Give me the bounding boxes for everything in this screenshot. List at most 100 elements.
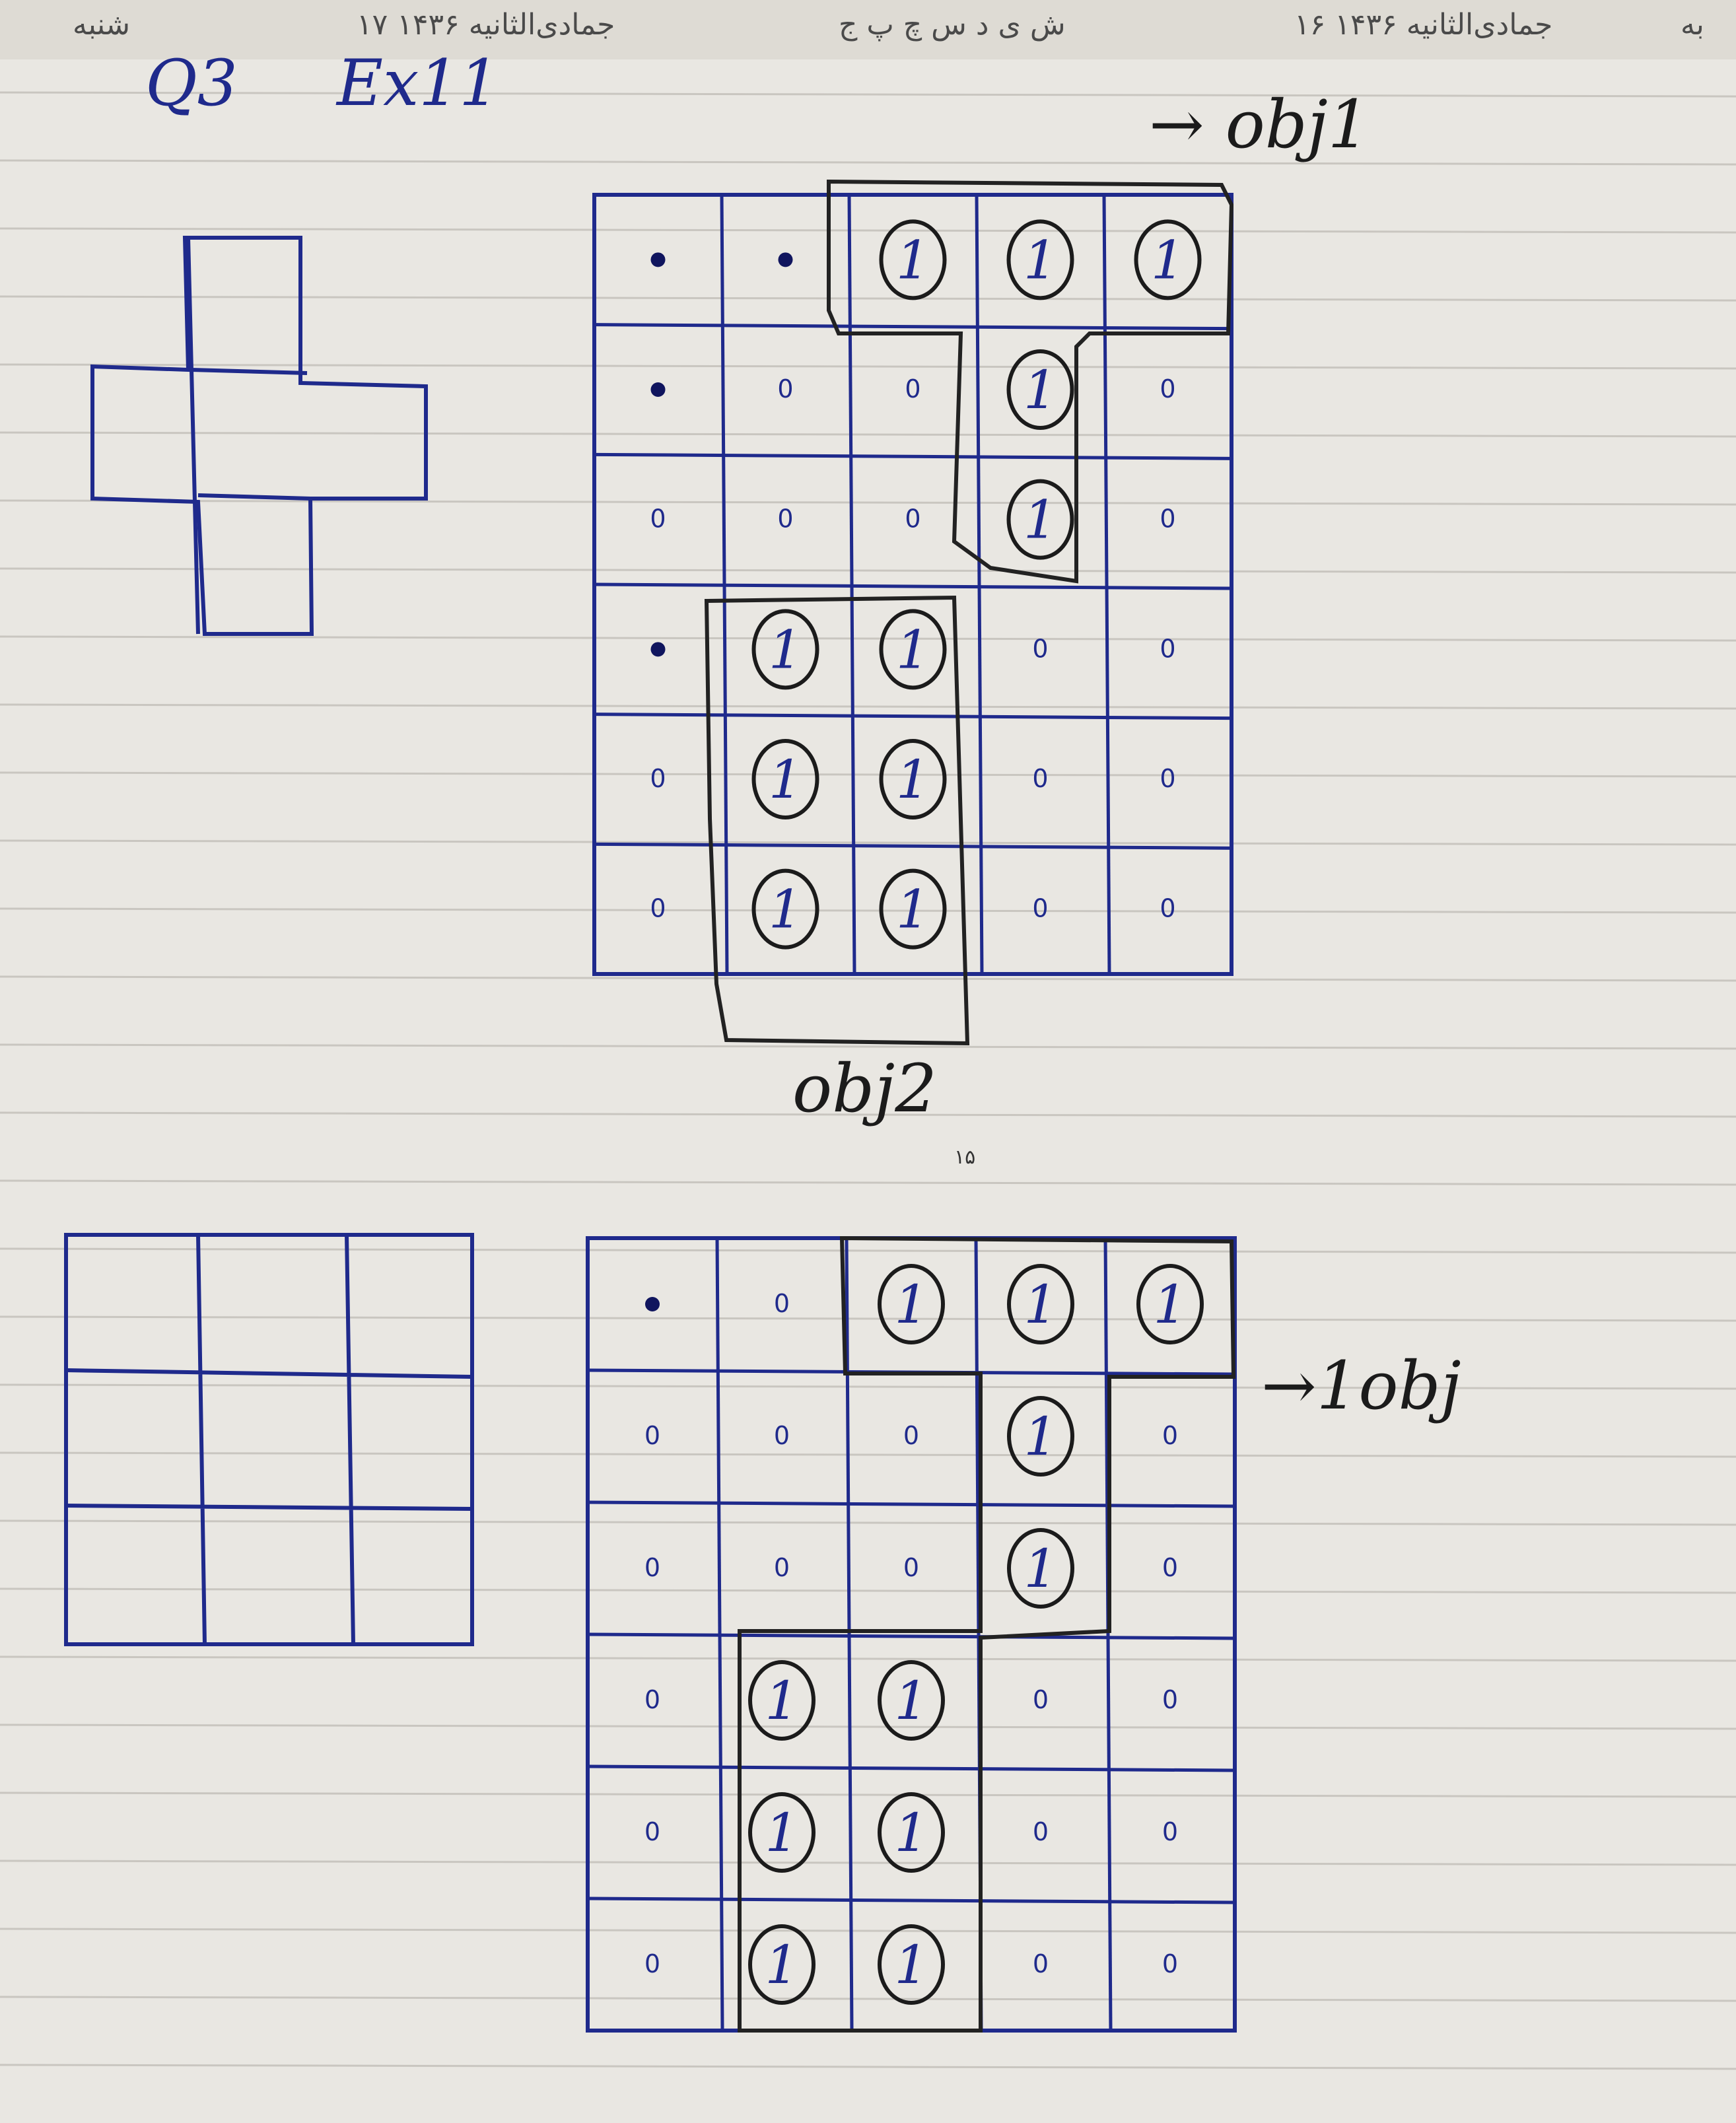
cell-one: 1 — [895, 1670, 928, 1731]
cell-zero: 0 — [905, 374, 920, 403]
cell-one-circle — [878, 1660, 945, 1741]
cell-zero: 0 — [903, 1553, 919, 1582]
cell-one: 1 — [765, 1670, 799, 1731]
page-number: ۱۵ — [954, 1146, 976, 1169]
obj1-text: obj1 — [1225, 86, 1370, 163]
cell-zero: 0 — [644, 1949, 660, 1978]
cell-one-circle — [751, 609, 819, 690]
cell-one-circle — [1006, 479, 1074, 560]
cell-zero: 0 — [905, 505, 920, 534]
object-outlines — [704, 179, 1236, 2033]
cell-one-circle — [748, 1792, 816, 1873]
cell-one-circle — [878, 1264, 945, 1344]
cell-zero: 0 — [644, 1553, 660, 1582]
cell-dot — [650, 252, 666, 267]
cell-one: 1 — [895, 1934, 928, 1996]
cell-dot — [650, 382, 666, 397]
header-right-date: ۱۶ جمادی‌الثانیه ۱۴۳۶ — [1294, 8, 1553, 42]
cell-one-circle — [878, 1924, 945, 2005]
cell-one-circle — [751, 868, 819, 950]
cell-one-circle — [1007, 1396, 1074, 1477]
cell-one-circle — [1006, 219, 1074, 300]
page-header — [0, 0, 1736, 59]
cell-one: 1 — [896, 879, 930, 940]
cell-one-circle — [879, 868, 947, 950]
cell-zero: 0 — [1160, 634, 1175, 663]
cell-zero: 0 — [1160, 764, 1175, 793]
cell-zero: 0 — [1162, 1685, 1178, 1714]
cell-zero: 0 — [1032, 634, 1048, 663]
cell-one: 1 — [1024, 229, 1057, 291]
cell-zero: 0 — [774, 1553, 790, 1582]
cell-zero: 0 — [1033, 1949, 1049, 1978]
obj-bottom-text: 1obj — [1316, 1347, 1461, 1424]
cell-zero: 0 — [774, 1289, 790, 1318]
ruled-lines — [0, 91, 1736, 2070]
cell-zero: 0 — [650, 894, 666, 923]
cell-zero: 0 — [644, 1817, 660, 1846]
cell-one: 1 — [1154, 1274, 1187, 1335]
cell-one: 1 — [1024, 489, 1057, 551]
cell-zero: 0 — [1162, 1553, 1178, 1582]
cell-dot — [778, 252, 793, 267]
header-day-letters: ش ی د س چ پ ج — [839, 8, 1066, 42]
cell-zero: 0 — [1162, 1421, 1178, 1450]
cell-zero: 0 — [774, 1421, 790, 1450]
obj1-label: → obj1 — [1149, 86, 1370, 163]
cell-one-circle — [1007, 1264, 1074, 1344]
header-left-date: ۱۷ جمادی‌الثانیه ۱۴۳۶ — [357, 8, 615, 42]
cell-zero: 0 — [1160, 894, 1175, 923]
obj2-label: obj2 — [792, 1050, 937, 1127]
cell-one-circle — [1007, 1528, 1074, 1609]
cube-net-sketch — [90, 236, 428, 636]
cell-one: 1 — [896, 749, 930, 810]
cell-zero: 0 — [777, 374, 793, 403]
cell-one: 1 — [765, 1934, 799, 1996]
cell-zero: 0 — [1162, 1817, 1178, 1846]
cell-one: 1 — [1024, 1274, 1058, 1335]
cell-zero: 0 — [644, 1421, 660, 1450]
cell-one: 1 — [1024, 359, 1057, 421]
cell-one: 1 — [765, 1802, 799, 1863]
cell-one: 1 — [896, 619, 930, 680]
cell-one: 1 — [769, 749, 802, 810]
cell-one-circle — [878, 1792, 945, 1873]
cell-zero: 0 — [644, 1685, 660, 1714]
cell-one: 1 — [895, 1802, 928, 1863]
cell-dot — [645, 1297, 660, 1311]
cell-one: 1 — [769, 879, 802, 940]
cell-zero: 0 — [1160, 374, 1175, 403]
cell-zero: 0 — [1032, 764, 1048, 793]
cell-zero: 0 — [903, 1421, 919, 1450]
cell-one-circle — [748, 1924, 816, 2005]
cell-dot — [650, 642, 666, 657]
cell-zero: 0 — [1033, 1685, 1049, 1714]
question-label: Q3 — [145, 46, 238, 120]
cell-one: 1 — [896, 229, 930, 291]
cell-one-circle — [879, 219, 947, 300]
cell-one-circle — [1136, 1264, 1204, 1344]
cell-one-circle — [1006, 349, 1074, 430]
cell-one: 1 — [1024, 1406, 1058, 1467]
cell-zero: 0 — [1032, 894, 1048, 923]
empty-3x3-grid — [64, 1233, 474, 1646]
cell-one-circle — [748, 1660, 816, 1741]
cell-zero: 0 — [777, 505, 793, 534]
cell-one: 1 — [895, 1274, 928, 1335]
cell-zero: 0 — [1033, 1817, 1049, 1846]
obj-bottom-label: →1obj — [1261, 1347, 1461, 1424]
cell-one: 1 — [1151, 229, 1185, 291]
cell-one-circle — [879, 609, 947, 690]
cell-one: 1 — [769, 619, 802, 680]
header-right-corner: به — [1681, 8, 1704, 42]
cell-one: 1 — [1024, 1538, 1058, 1599]
exercise-label: Ex11 — [337, 46, 500, 120]
cell-zero: 0 — [1160, 505, 1175, 534]
cell-zero: 0 — [650, 505, 666, 534]
cell-one-circle — [751, 739, 819, 819]
header-left-corner: شنبه — [73, 8, 131, 42]
